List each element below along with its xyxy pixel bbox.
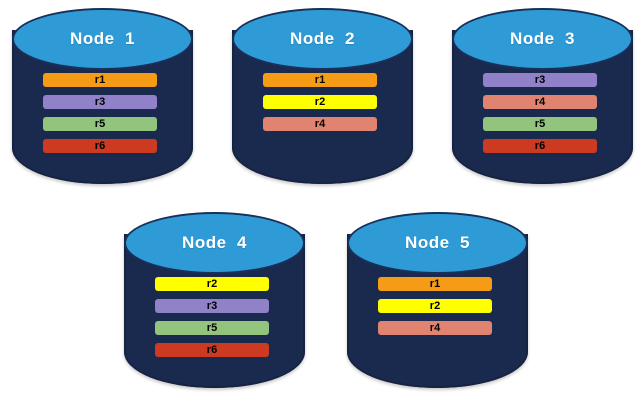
replica-list: r1 r2 r4 [378,277,497,335]
replica-bar-r3[interactable]: r3 [155,299,269,313]
replica-bar-r2[interactable]: r2 [263,95,377,109]
replica-bar-r6[interactable]: r6 [43,139,157,153]
cylinder-top-ellipse [124,212,305,274]
replica-bar-r5[interactable]: r5 [155,321,269,335]
replica-bar-r2[interactable]: r2 [378,299,492,313]
replica-bar-r2[interactable]: r2 [155,277,269,291]
cylinder-top-ellipse [12,8,193,70]
replica-list: r2 r3 r5 r6 [155,277,274,357]
replica-bar-r5[interactable]: r5 [43,117,157,131]
node-1[interactable]: Node 1 r1 r3 r5 r6 [12,8,193,184]
cylinder-top-ellipse [347,212,528,274]
cylinder-top-ellipse [452,8,633,70]
replica-bar-r4[interactable]: r4 [483,95,597,109]
node-4[interactable]: Node 4 r2 r3 r5 r6 [124,212,305,388]
replica-bar-r1[interactable]: r1 [378,277,492,291]
node-label: Node 5 [405,233,470,252]
replica-bar-r1[interactable]: r1 [263,73,377,87]
replica-bar-r6[interactable]: r6 [155,343,269,357]
node-5[interactable]: Node 5 r1 r2 r4 [347,212,528,388]
replica-list: r1 r2 r4 [263,73,382,131]
replica-list: r3 r4 r5 r6 [483,73,602,153]
node-label: Node 1 [70,29,135,48]
replica-bar-r4[interactable]: r4 [263,117,377,131]
replica-bar-r3[interactable]: r3 [483,73,597,87]
replica-bar-r5[interactable]: r5 [483,117,597,131]
replica-list: r1 r3 r5 r6 [43,73,162,153]
replica-bar-r3[interactable]: r3 [43,95,157,109]
replica-bar-r1[interactable]: r1 [43,73,157,87]
node-label: Node 4 [182,233,247,252]
replica-bar-r6[interactable]: r6 [483,139,597,153]
node-3[interactable]: Node 3 r3 r4 r5 r6 [452,8,633,184]
cylinder-top-ellipse [232,8,413,70]
replica-bar-r4[interactable]: r4 [378,321,492,335]
node-label: Node 2 [290,29,355,48]
node-2[interactable]: Node 2 r1 r2 r4 [232,8,413,184]
node-label: Node 3 [510,29,575,48]
